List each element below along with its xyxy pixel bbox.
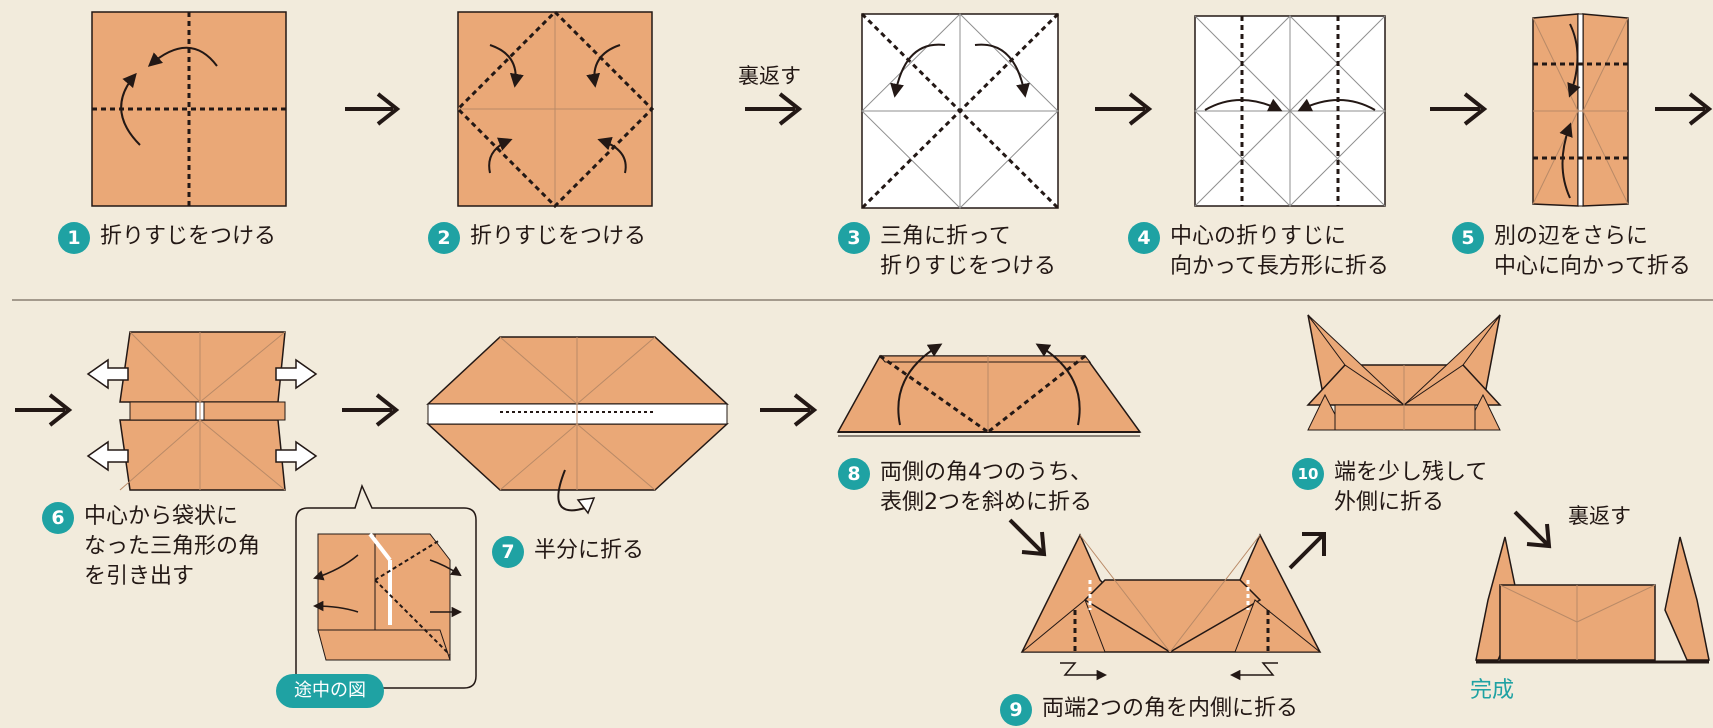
arrow-right-icon (345, 92, 401, 126)
step-2-figure (455, 9, 655, 209)
complete-label: 完成 (1470, 678, 1515, 703)
fold-arrow-icon (1297, 98, 1376, 112)
fold-arrow-icon (586, 44, 621, 88)
fold-arrow-icon (1060, 662, 1108, 681)
step-caption-6: 中心から袋状に なった三角形の角 を引き出す (84, 504, 261, 589)
midway-label: 途中の図 (276, 674, 384, 708)
step-badge-5: 5 (1452, 222, 1484, 254)
step-9-figure (1020, 533, 1322, 681)
step-badge-8: 8 (838, 458, 870, 490)
step-caption-9: 両端2つの角を内側に折る (1042, 696, 1298, 721)
arrow-right-icon (342, 393, 400, 427)
pull-out-arrow-icon (86, 358, 129, 390)
arrow-right-icon (1095, 92, 1153, 126)
pull-out-arrow-icon (275, 440, 318, 472)
arrow-diagonal-icon (1513, 510, 1552, 549)
fold-arrow-icon (429, 559, 462, 577)
step-caption-1: 折りすじをつける (100, 224, 277, 249)
fold-arrow-icon (147, 46, 218, 67)
step-badge-10: 10 (1292, 458, 1324, 490)
step-badge-3: 3 (838, 222, 870, 254)
arrow-diagonal-icon (1008, 518, 1047, 557)
step-caption-7: 半分に折る (534, 538, 645, 563)
fold-arrow-icon (1229, 662, 1278, 681)
step-badge-7: 7 (492, 536, 524, 568)
step-7-figure (426, 336, 729, 515)
step-badge-4: 4 (1128, 222, 1160, 254)
fold-arrow-icon (489, 44, 524, 88)
fold-arrow-icon (974, 43, 1030, 98)
fold-arrow-icon (890, 43, 946, 98)
step-badge-6: 6 (42, 502, 74, 534)
step-caption-5: 別の辺をさらに 中心に向かって折る (1494, 224, 1691, 279)
step-3-figure (860, 12, 1060, 210)
fold-arrow-icon (1559, 122, 1573, 199)
step-badge-1: 1 (58, 222, 90, 254)
arrow-right-icon (1430, 92, 1488, 126)
flip-label-final: 裏返す (1568, 504, 1631, 528)
fold-arrow-icon (557, 469, 586, 512)
fold-arrow-icon (488, 137, 513, 174)
step-6-figure (86, 331, 318, 491)
final-figure (1475, 536, 1710, 664)
step-badge-2: 2 (428, 222, 460, 254)
fold-arrow-icon (1567, 23, 1581, 98)
step-caption-8: 両側の角4つのうち、 表側2つを斜めに折る (880, 460, 1092, 515)
fold-arrow-icon (120, 72, 141, 146)
arrow-right-icon (15, 393, 73, 427)
fold-arrow-icon (897, 343, 943, 426)
step-caption-10: 端を少し残して 外側に折る (1334, 460, 1488, 515)
step-caption-3: 三角に折って 折りすじをつける (880, 224, 1057, 279)
fold-arrow-icon (1204, 98, 1283, 112)
step-badge-9: 9 (1000, 694, 1032, 726)
fold-arrow-icon (1035, 343, 1081, 426)
arrow-right-icon (745, 92, 803, 126)
fold-arrow-icon (597, 136, 627, 174)
step-caption-2: 折りすじをつける (470, 224, 647, 249)
arrow-right-icon (760, 393, 818, 427)
flip-label: 裏返す (738, 64, 801, 88)
step-caption-4: 中心の折りすじに 向かって長方形に折る (1170, 224, 1389, 279)
step-5-figure (1532, 13, 1629, 207)
arrow-right-icon (1655, 92, 1713, 126)
pull-out-arrow-icon (275, 358, 318, 390)
step-10-figure (1306, 314, 1502, 431)
fold-arrow-icon (313, 554, 359, 581)
midway-inset (295, 483, 477, 689)
fold-arrow-icon (312, 600, 359, 613)
pull-out-arrow-icon (86, 440, 129, 472)
step-8-figure (836, 343, 1142, 437)
arrow-diagonal-icon (1288, 532, 1326, 570)
step-1-figure (91, 11, 287, 207)
fold-arrow-icon (576, 497, 596, 515)
step-4-figure (1194, 15, 1386, 207)
